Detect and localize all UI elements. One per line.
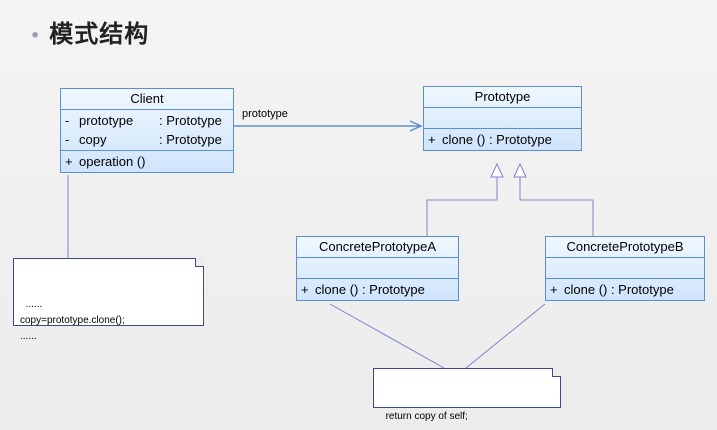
title-text: 模式结构 (49, 20, 150, 48)
class-prototype-name: Prototype (424, 87, 581, 108)
class-concrete-prototype-b[interactable]: ConcretePrototypeB + clone () : Prototyp… (545, 236, 705, 301)
class-client-operations: + operation () (61, 151, 233, 172)
operation-signature: clone () : Prototype (315, 282, 425, 297)
class-concrete-b-operations: + clone () : Prototype (546, 279, 704, 300)
attribute-name: copy (79, 132, 107, 147)
generalization-b-line (519, 177, 594, 236)
class-client-attributes: - prototype : Prototype - copy : Prototy… (61, 110, 233, 151)
note-fold-icon (552, 368, 561, 377)
generalization-a-line (426, 177, 498, 236)
concrete-note-text: return copy of self; (385, 411, 468, 422)
class-concrete-b-attributes (546, 258, 704, 279)
concrete-a-note-link (329, 303, 445, 369)
class-prototype-attributes (424, 108, 581, 129)
concrete-a-operation-row: + clone () : Prototype (301, 280, 454, 299)
class-concrete-prototype-a[interactable]: ConcretePrototypeA + clone () : Prototyp… (296, 236, 459, 301)
operation-visibility: + (301, 282, 309, 297)
slide-title: • 模式结构 (30, 14, 149, 49)
client-note-text: ...... copy=prototype.clone(); ...... (20, 299, 125, 342)
operation-signature: clone () : Prototype (564, 282, 674, 297)
client-note[interactable]: ...... copy=prototype.clone(); ...... (13, 258, 204, 342)
association-arrowhead (409, 120, 423, 132)
attribute-visibility: - (65, 132, 70, 147)
class-prototype[interactable]: Prototype + clone () : Prototype (423, 86, 582, 151)
concrete-b-note-link (465, 303, 546, 369)
prototype-operation-row: + clone () : Prototype (428, 130, 577, 149)
attribute-type: : Prototype (159, 132, 222, 147)
client-attribute-row: - prototype : Prototype (65, 111, 229, 130)
attribute-name: prototype (79, 113, 134, 128)
operation-signature: clone () : Prototype (442, 132, 552, 147)
title-bullet: • (30, 25, 42, 45)
class-prototype-operations: + clone () : Prototype (424, 129, 581, 150)
concrete-b-operation-row: + clone () : Prototype (550, 280, 700, 299)
class-concrete-a-operations: + clone () : Prototype (297, 279, 458, 300)
operation-visibility: + (65, 154, 73, 169)
attribute-visibility: - (65, 113, 70, 128)
attribute-type: : Prototype (159, 113, 222, 128)
operation-signature: operation () (79, 154, 146, 169)
class-concrete-b-name: ConcretePrototypeB (546, 237, 704, 258)
association-label: prototype (242, 108, 288, 120)
operation-visibility: + (550, 282, 558, 297)
class-concrete-a-name: ConcretePrototypeA (297, 237, 458, 258)
operation-visibility: + (428, 132, 436, 147)
generalization-a-triangle (490, 162, 504, 178)
note-fold-icon (195, 258, 204, 267)
class-client-name: Client (61, 89, 233, 110)
class-concrete-a-attributes (297, 258, 458, 279)
client-operation-row: + operation () (65, 152, 229, 171)
concrete-note[interactable]: return copy of self; (373, 368, 561, 422)
client-attribute-row: - copy : Prototype (65, 130, 229, 149)
generalization-b-triangle (513, 162, 527, 178)
class-client[interactable]: Client - prototype : Prototype - copy : … (60, 88, 234, 173)
